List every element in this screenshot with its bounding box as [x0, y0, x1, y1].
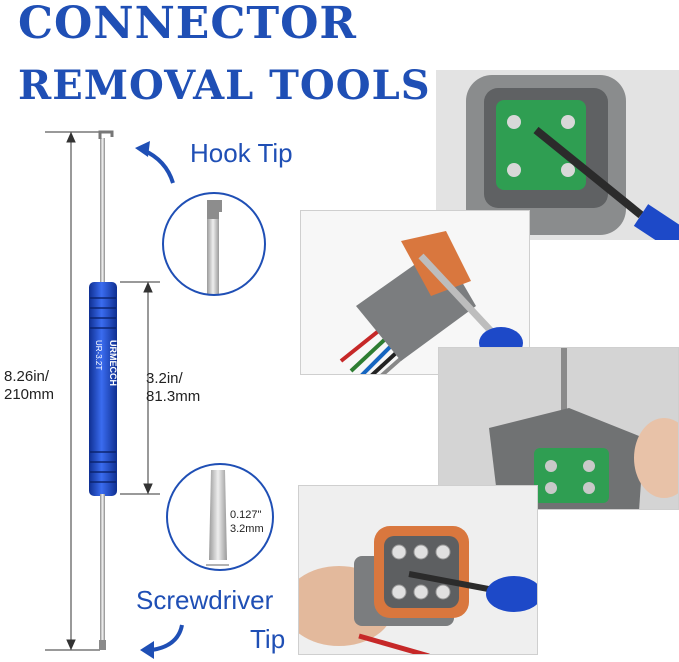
screwdriver-curved-arrow-icon [140, 624, 184, 659]
screwdriver-label: Screwdriver [136, 585, 274, 615]
handle-length-label: 3.2in/ 81.3mm [146, 370, 200, 406]
tip-width-mm: 3.2mm [230, 523, 264, 536]
total-length-in: 8.26in/ [4, 368, 50, 385]
handle-length-in: 3.2in/ [146, 370, 183, 387]
handle-length-dimension-line [120, 281, 160, 495]
tip-width-label: 0.127" 3.2mm [230, 508, 264, 537]
screwdriver-tip-label: Tip [250, 624, 286, 654]
hook-tip-zoom-circle [162, 192, 266, 296]
photo-connector-side-view [300, 210, 530, 375]
tip-width-in: 0.127" [230, 509, 262, 521]
handle-brand-text: URMECCH [108, 340, 118, 386]
photo-connector-front-pins [298, 485, 538, 655]
handle-model-text: UR-3.2T [94, 340, 103, 370]
screwdriver-tip-zoom-circle [166, 463, 274, 571]
total-length-label: 8.26in/ 210mm [4, 368, 54, 404]
handle-length-mm: 81.3mm [146, 388, 201, 405]
title-line-2: REMOVAL TOOLS [18, 62, 431, 109]
total-length-dimension-line [45, 131, 100, 651]
photo-tool-inserted [438, 347, 679, 510]
title-line-1: CONNECTOR [18, 0, 357, 49]
blue-handle: URMECCH UR-3.2T [89, 282, 118, 496]
hook-shaft [98, 130, 114, 286]
total-length-mm: 210mm [4, 386, 55, 403]
hook-tip-label: Hook Tip [190, 138, 293, 168]
hook-curved-arrow-icon [135, 141, 175, 184]
screwdriver-shaft [99, 494, 106, 650]
